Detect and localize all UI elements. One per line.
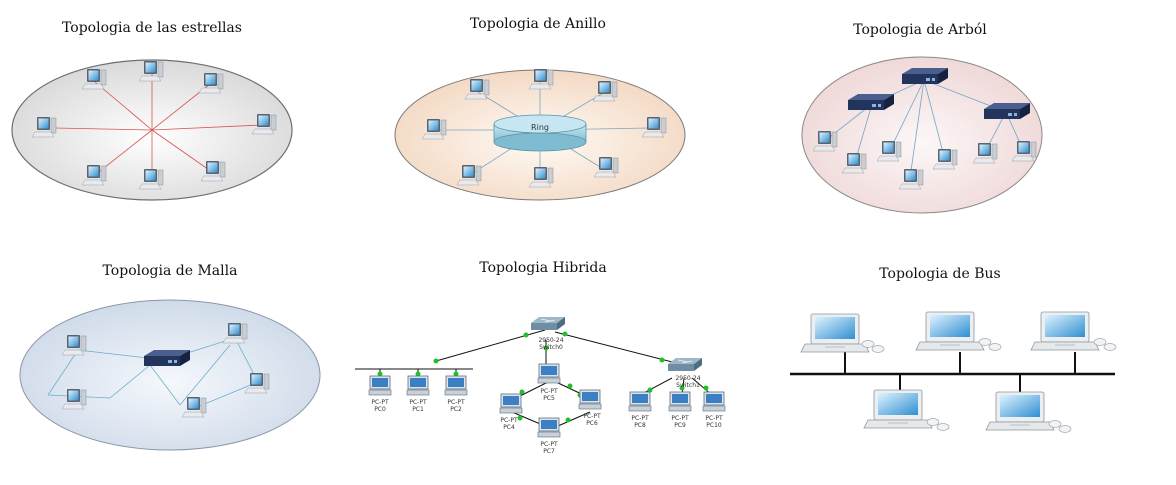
tree-switch-icon [848, 94, 894, 110]
switch0-model: 2950-24 [538, 337, 563, 344]
pc-model-label: PC-PT [500, 417, 518, 424]
hybrid-pc-icon [628, 391, 652, 412]
pc-name-label: PC1 [412, 406, 424, 413]
pc-name-label: PC0 [374, 406, 386, 413]
pc-name-label: PC10 [706, 422, 722, 429]
pc-name-label: PC7 [543, 448, 555, 455]
pc-model-label: PC-PT [671, 415, 689, 422]
ring-label: Ring [531, 123, 549, 132]
hybrid-pc-icon [668, 391, 692, 412]
bus-mouse-icon [1048, 420, 1072, 433]
switch0-name: Switch0 [539, 344, 563, 351]
pc-name-label: PC6 [586, 420, 598, 427]
title-mesh: Topologia de Malla [102, 263, 238, 279]
pc-model-label: PC-PT [371, 399, 389, 406]
tree-switch-icon [984, 103, 1030, 119]
ring-hub: Ring [493, 114, 587, 152]
pc-model-label: PC-PT [583, 413, 601, 420]
title-tree: Topologia de Arból [853, 22, 987, 38]
pc-name-label: PC5 [543, 395, 555, 402]
hybrid-pc-icon [444, 375, 468, 396]
hybrid-switch0-icon [530, 316, 566, 331]
hybrid-pc-icon [499, 393, 523, 414]
tree-topology [801, 56, 1043, 214]
pc-name-label: PC2 [450, 406, 462, 413]
title-ring: Topologia de Anillo [470, 16, 606, 32]
star-topology [11, 59, 293, 201]
bus-mouse-icon [926, 418, 950, 431]
pc-model-label: PC-PT [705, 415, 723, 422]
title-star: Topologia de las estrellas [62, 20, 242, 36]
hybrid-pc-icon [537, 417, 561, 438]
pc-model-label: PC-PT [447, 399, 465, 406]
pc-model-label: PC-PT [540, 388, 558, 395]
bus-laptop-icon [1030, 311, 1100, 351]
switch1-name: Switch1 [676, 382, 700, 389]
hybrid-pc-icon [406, 375, 430, 396]
ring-topology: Ring [394, 68, 686, 201]
mesh-switch-icon [144, 350, 190, 366]
hybrid-pc-icon [702, 391, 726, 412]
pc-model-label: PC-PT [409, 399, 427, 406]
bus-laptop-icon [800, 313, 870, 353]
bus-laptop-icon [863, 389, 933, 429]
bus-laptop-icon [985, 391, 1055, 431]
bus-laptop-icon [915, 311, 985, 351]
switch1-model: 2950-24 [675, 375, 700, 382]
pc-name-label: PC8 [634, 422, 646, 429]
hybrid-switch1-icon [667, 357, 703, 372]
pc-model-label: PC-PT [631, 415, 649, 422]
hybrid-topology: 2950-24 Switch0 2950-24 Switch1 PC-PT PC… [355, 316, 726, 455]
pc-model-label: PC-PT [540, 441, 558, 448]
pc-name-label: PC9 [674, 422, 686, 429]
hybrid-pc-icon [578, 389, 602, 410]
tree-root-switch-icon [902, 68, 948, 84]
title-bus: Topologia de Bus [879, 266, 1001, 282]
pc-name-label: PC4 [503, 424, 515, 431]
mesh-topology [19, 299, 321, 451]
hybrid-pc-icon [368, 375, 392, 396]
bus-topology [790, 311, 1117, 433]
title-hybrid: Topologia Hibrida [479, 260, 607, 276]
hybrid-pc-icon [537, 363, 561, 384]
